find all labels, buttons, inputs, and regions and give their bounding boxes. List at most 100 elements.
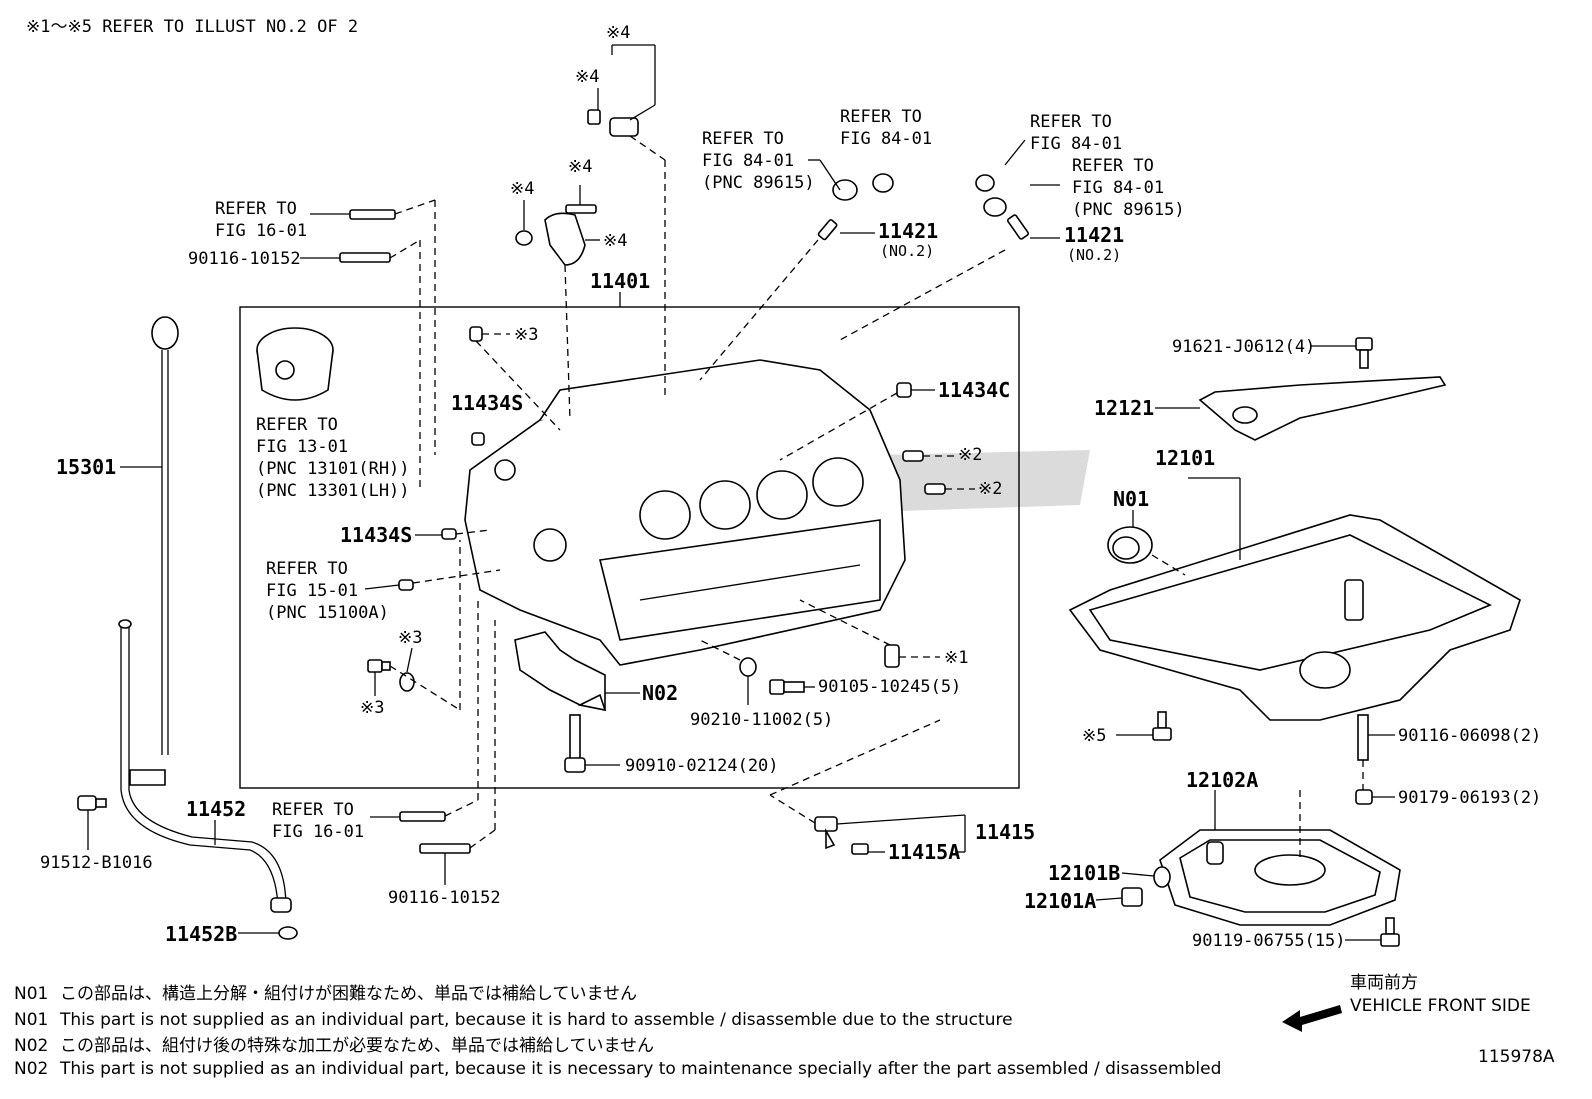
bearing-cap-n02[interactable]: [514, 631, 607, 712]
pin-star2-b[interactable]: [924, 483, 946, 495]
note-code: N02: [14, 1059, 48, 1079]
pin-11434c[interactable]: [896, 382, 912, 398]
stud-star4[interactable]: [565, 204, 597, 214]
drain-cock-11415[interactable]: [814, 816, 838, 850]
label-star3-b: ※3: [360, 698, 384, 718]
nut-90179[interactable]: [1355, 789, 1373, 805]
pin-11434s-top[interactable]: [471, 432, 485, 446]
label-11452: 11452: [186, 797, 246, 821]
label-11421-a: 11421: [878, 219, 938, 243]
stud-11421-b[interactable]: [1007, 214, 1029, 240]
note-text: This part is not supplied as an individu…: [59, 1010, 1013, 1030]
pin-star3[interactable]: [469, 326, 483, 342]
drain-plug-12101a[interactable]: [1121, 887, 1143, 907]
block-group-frame: [239, 306, 1020, 789]
label-refer-13-3: (PNC 13101(RH)): [256, 459, 410, 479]
header-note: ※1～※5 REFER TO ILLUST NO.2 OF 2: [26, 17, 358, 37]
label-12101b: 12101B: [1048, 861, 1120, 885]
oil-pan-no2-12102a[interactable]: [1159, 829, 1401, 926]
bolt-90119[interactable]: [1380, 917, 1400, 947]
gasket-12101b[interactable]: [1153, 866, 1171, 888]
stud-90116-bot[interactable]: [419, 843, 471, 854]
pin-star2-a[interactable]: [902, 450, 924, 462]
note-code: N01: [14, 984, 48, 1004]
pin-15100a[interactable]: [398, 579, 414, 591]
bracket-star4[interactable]: [544, 212, 586, 266]
label-refer-16-bot-2: FIG 16-01: [272, 822, 364, 842]
label-refer-13-2: FIG 13-01: [256, 437, 348, 457]
label-refer-84d-3: (PNC 89615): [1072, 200, 1185, 220]
cylinder-block[interactable]: [464, 359, 906, 666]
label-11452b: 11452B: [165, 922, 237, 946]
bolt-star3[interactable]: [367, 659, 391, 673]
washer-star3[interactable]: [399, 672, 415, 692]
front-direction-arrow-icon: [1282, 1005, 1342, 1032]
plug-11415a[interactable]: [851, 843, 869, 855]
stud-11421-a[interactable]: [817, 219, 838, 241]
stud-fig16-top[interactable]: [349, 209, 396, 220]
label-refer-84d-1: REFER TO: [1072, 156, 1154, 176]
label-star4-d: ※4: [603, 231, 627, 251]
label-11434c: 11434C: [938, 378, 1010, 402]
note-code: N01: [14, 1010, 48, 1030]
nut-star4[interactable]: [515, 230, 533, 246]
vehicle-front-en: VEHICLE FRONT SIDE: [1350, 996, 1531, 1016]
bolt-91512[interactable]: [77, 795, 107, 811]
dipstick-guide[interactable]: [118, 619, 292, 913]
piston[interactable]: [256, 327, 334, 401]
label-refer-84c-2: FIG 84-01: [1030, 134, 1122, 154]
label-star2-b: ※2: [978, 479, 1002, 499]
part-labels: REFER TO FIG 16-01 90116-10152 ※4 ※4 ※4 …: [40, 23, 1541, 951]
dowel-pin-star1[interactable]: [884, 644, 900, 668]
label-refer-16-bot-1: REFER TO: [272, 800, 354, 820]
stud-90116-top[interactable]: [339, 252, 391, 263]
label-15301: 15301: [56, 455, 116, 479]
label-refer-13-1: REFER TO: [256, 415, 338, 435]
nut-fig84-b[interactable]: [975, 174, 995, 192]
note-text: This part is not supplied as an individu…: [59, 1059, 1221, 1079]
label-n02: N02: [642, 681, 678, 705]
o-ring-11452b[interactable]: [278, 926, 298, 940]
pin-11434s-mid[interactable]: [441, 528, 457, 540]
bolt-91621[interactable]: [1355, 337, 1373, 369]
label-90116-10152-top: 90116-10152: [188, 249, 301, 269]
label-refer-13-4: (PNC 13301(LH)): [256, 481, 410, 501]
label-star4-a: ※4: [575, 67, 599, 87]
oil-pan-12101[interactable]: [1068, 514, 1521, 721]
label-90116-10152-bot: 90116-10152: [388, 888, 501, 908]
footnotes: N01 この部品は、構造上分解・組付けが困難なため、単品では補給していません N…: [14, 984, 1221, 1079]
stud-fig16-bot[interactable]: [399, 811, 446, 822]
label-90105: 90105-10245(5): [818, 677, 961, 697]
label-11434s-mid: 11434S: [340, 523, 412, 547]
label-11415a: 11415A: [888, 840, 960, 864]
stud-90116-06098[interactable]: [1357, 714, 1369, 761]
label-star5: ※5: [1082, 726, 1106, 746]
label-11434s-top: 11434S: [451, 391, 523, 415]
seal-n01[interactable]: [1107, 526, 1153, 564]
nut-fig84-a[interactable]: [872, 173, 894, 193]
knock-sensor-b[interactable]: [983, 197, 1007, 217]
label-refer-fig16-top-1: REFER TO: [215, 199, 297, 219]
label-11421-a-sub: (NO.2): [880, 242, 934, 260]
note-code: N02: [14, 1036, 48, 1056]
knock-sensor-a[interactable]: [832, 179, 858, 201]
washer-90210[interactable]: [739, 657, 757, 677]
vehicle-front-jp: 車両前方: [1350, 973, 1418, 993]
label-11421-b-sub: (NO.2): [1067, 246, 1121, 264]
label-n01: N01: [1113, 487, 1149, 511]
label-refer-84a-1: REFER TO: [702, 129, 784, 149]
label-star3-a: ※3: [398, 628, 422, 648]
label-star4-b: ※4: [568, 157, 592, 177]
oil-dipstick[interactable]: [151, 316, 179, 755]
label-11415: 11415: [975, 820, 1035, 844]
bolt-90910[interactable]: [564, 714, 586, 773]
label-refer-15-2: FIG 15-01: [266, 581, 358, 601]
bolt-star5[interactable]: [1152, 711, 1172, 741]
label-star3-top: ※3: [514, 325, 538, 345]
label-12101a: 12101A: [1024, 889, 1096, 913]
stiffener-plate-12121[interactable]: [1198, 376, 1447, 441]
label-90910: 90910-02124(20): [625, 756, 779, 776]
bolt-90105[interactable]: [769, 679, 805, 695]
sensor-star4-top[interactable]: [587, 109, 639, 137]
label-12121: 12121: [1094, 396, 1154, 420]
